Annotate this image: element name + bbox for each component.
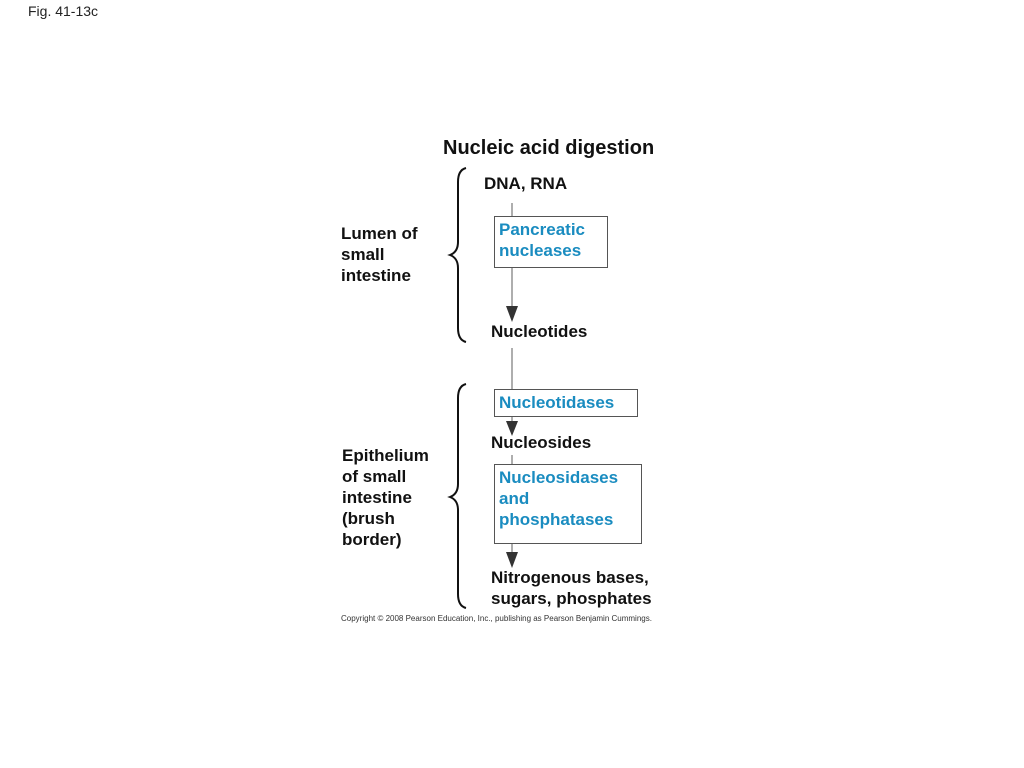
- figure-label: Fig. 41-13c: [28, 3, 99, 19]
- enzyme-pancreatic-line: Pancreatic: [499, 220, 585, 239]
- lumen-brace: [447, 167, 467, 343]
- lumen-label-line: intestine: [341, 266, 411, 285]
- node-nucleotides: Nucleotides: [491, 322, 588, 341]
- enzyme-nucleosidases-line: Nucleosidases: [499, 468, 619, 487]
- arrow-to-nucleotides: [506, 306, 518, 322]
- epithelium-label-line: of small: [342, 467, 407, 486]
- enzyme-nucleosidases-phosphatases: Nucleosidases and phosphatases: [494, 464, 642, 544]
- node-products-line: Nitrogenous bases,: [491, 568, 649, 587]
- copyright-notice: Copyright © 2008 Pearson Education, Inc.…: [341, 614, 652, 623]
- node-dna-rna: DNA, RNA: [484, 174, 568, 193]
- epithelium-label-line: intestine: [342, 488, 412, 507]
- enzyme-pancreatic-line: nucleases: [499, 241, 582, 260]
- enzyme-nucleosidases-line: and: [499, 489, 530, 508]
- epithelium-brace: [447, 383, 467, 609]
- arrow-to-nucleosides: [506, 421, 518, 436]
- enzyme-pancreatic-nucleases: Pancreatic nucleases: [494, 216, 608, 268]
- enzyme-nucleotidases: Nucleotidases: [494, 389, 638, 417]
- node-products: Nitrogenous bases, sugars, phosphates: [491, 567, 652, 609]
- node-nucleosides: Nucleosides: [491, 433, 592, 452]
- enzyme-nucleosidases-line: phosphatases: [499, 510, 614, 529]
- node-products-line: sugars, phosphates: [491, 589, 652, 608]
- arrow-to-products: [506, 552, 518, 568]
- epithelium-label-line: Epithelium: [342, 446, 429, 465]
- epithelium-label-line: border): [342, 530, 402, 549]
- enzyme-nucleotidases-label: Nucleotidases: [499, 393, 615, 412]
- epithelium-label: Epithelium of small intestine (brush bor…: [342, 445, 429, 550]
- lumen-label-line: small: [341, 245, 385, 264]
- diagram-title: Nucleic acid digestion: [443, 137, 655, 159]
- lumen-label: Lumen of small intestine: [341, 223, 418, 286]
- lumen-label-line: Lumen of: [341, 224, 418, 243]
- epithelium-label-line: (brush: [342, 509, 395, 528]
